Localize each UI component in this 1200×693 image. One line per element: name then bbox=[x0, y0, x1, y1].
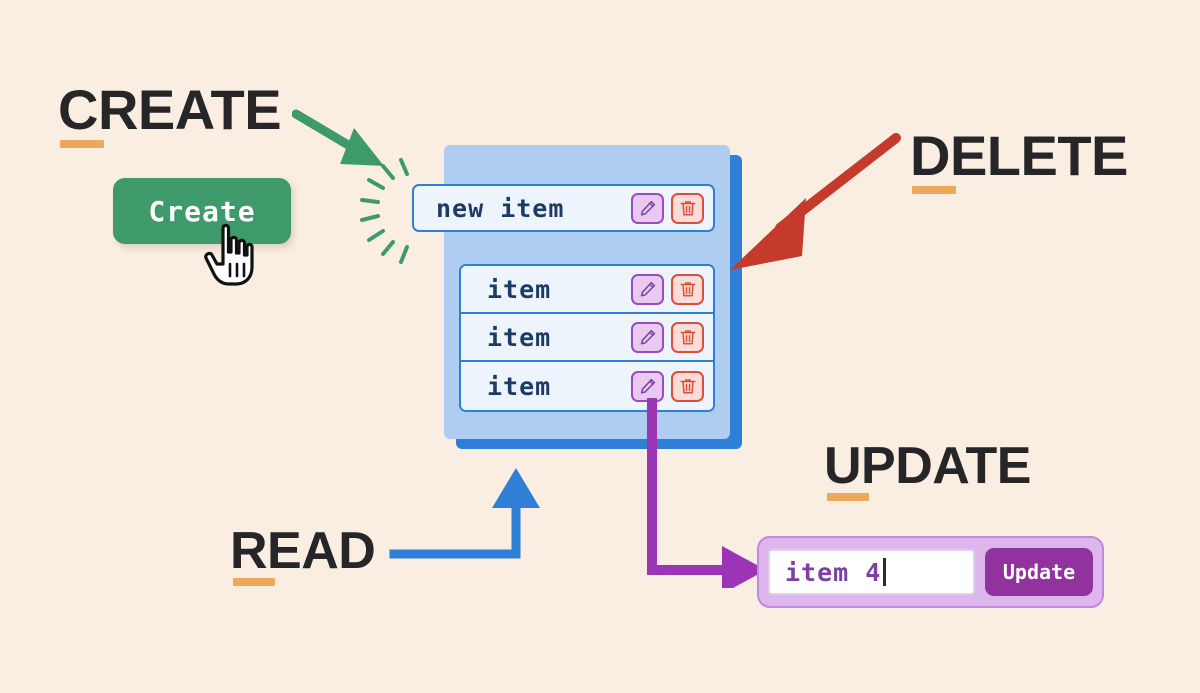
list-item-actions bbox=[631, 321, 713, 353]
update-label-underline bbox=[827, 493, 869, 501]
trash-icon[interactable] bbox=[671, 273, 704, 305]
list-item[interactable]: item bbox=[461, 362, 713, 410]
update-input-value: item 4 bbox=[785, 557, 882, 587]
create-button-label: Create bbox=[148, 194, 256, 228]
read-label-underline bbox=[233, 578, 275, 586]
list-item-text: item bbox=[487, 371, 552, 401]
update-button-label: Update bbox=[1002, 560, 1076, 584]
create-label: CREATE bbox=[58, 78, 282, 141]
delete-arrow-icon bbox=[730, 133, 901, 270]
text-caret bbox=[883, 558, 887, 586]
delete-label: DELETE bbox=[910, 124, 1128, 187]
update-label: UPDATE bbox=[824, 437, 1031, 495]
read-arrow-icon bbox=[389, 468, 540, 559]
pointing-hand-cursor-icon bbox=[204, 223, 254, 286]
list-item[interactable]: item bbox=[461, 266, 713, 314]
update-input[interactable]: item 4 bbox=[768, 549, 975, 595]
pencil-icon[interactable] bbox=[631, 192, 664, 224]
create-button[interactable]: Create bbox=[113, 178, 291, 244]
new-item-row[interactable]: new item bbox=[412, 184, 715, 232]
pencil-icon[interactable] bbox=[631, 370, 664, 402]
list-item-actions bbox=[631, 370, 713, 402]
sparkle-burst-icon bbox=[360, 158, 409, 264]
create-label-underline bbox=[60, 140, 104, 148]
item-list: item bbox=[459, 264, 715, 412]
update-arrow-icon bbox=[647, 398, 766, 588]
update-button[interactable]: Update bbox=[985, 548, 1093, 596]
trash-icon[interactable] bbox=[671, 370, 704, 402]
new-item-actions bbox=[631, 192, 713, 224]
list-item-text: item bbox=[487, 274, 552, 304]
list-item-text: item bbox=[487, 322, 552, 352]
trash-icon[interactable] bbox=[671, 321, 704, 353]
new-item-text: new item bbox=[436, 193, 565, 223]
pencil-icon[interactable] bbox=[631, 273, 664, 305]
trash-icon[interactable] bbox=[671, 192, 704, 224]
update-form: item 4 Update bbox=[757, 536, 1104, 608]
pencil-icon[interactable] bbox=[631, 321, 664, 353]
list-item-actions bbox=[631, 273, 713, 305]
list-item[interactable]: item bbox=[461, 314, 713, 362]
create-arrow-icon bbox=[292, 109, 384, 166]
read-label: READ bbox=[230, 522, 376, 580]
delete-label-underline bbox=[912, 186, 956, 194]
